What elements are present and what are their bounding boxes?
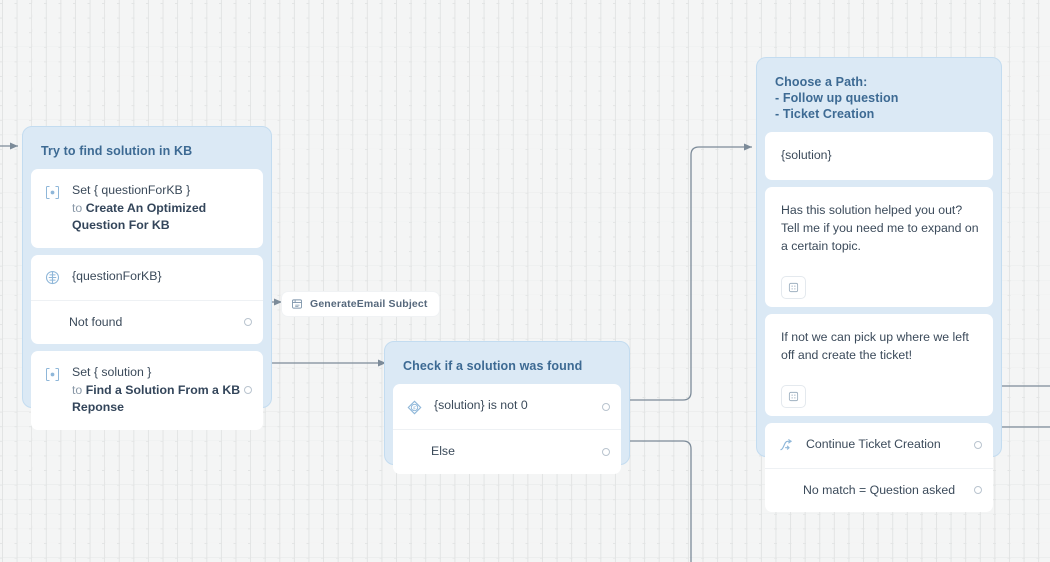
- set-solution-value: Find a Solution From a KB Reponse: [72, 382, 241, 415]
- group-choose-a-path[interactable]: Choose a Path: - Follow up question - Ti…: [756, 57, 1002, 512]
- row-set-solution[interactable]: Set { solution } to Find a Solution From…: [31, 351, 263, 430]
- set-questionforkb-line1: Set { questionForKB }: [72, 183, 191, 197]
- card-solution-output[interactable]: {solution}: [765, 132, 993, 180]
- svg-text:IF: IF: [412, 405, 416, 410]
- row-solution-output[interactable]: {solution}: [765, 132, 993, 180]
- port-set-solution[interactable]: [244, 386, 252, 395]
- message-text-ticket: If not we can pick up where we left off …: [781, 329, 969, 362]
- row-text-solution-output: {solution}: [781, 148, 832, 162]
- port-no-match[interactable]: [974, 486, 982, 495]
- row-text-set-questionforkb: Set { questionForKB } to Create An Optim…: [72, 182, 251, 235]
- port-continue-ticket-creation[interactable]: [974, 441, 982, 449]
- set-solution-to: to: [72, 382, 86, 397]
- row-text-continue-ticket-creation: Continue Ticket Creation: [806, 436, 941, 451]
- badge-label-generateemail-subject: GenerateEmail Subject: [310, 298, 428, 310]
- port-condition-else[interactable]: [602, 447, 610, 456]
- row-continue-ticket-creation[interactable]: Continue Ticket Creation: [765, 423, 993, 468]
- image-attachment-icon[interactable]: [781, 275, 806, 299]
- group-title-check: Check if a solution was found: [403, 359, 583, 373]
- card-set-questionforkb[interactable]: Set { questionForKB } to Create An Optim…: [31, 169, 263, 248]
- row-set-questionforkb[interactable]: Set { questionForKB } to Create An Optim…: [31, 169, 263, 248]
- card-message-ticket[interactable]: If not we can pick up where we left off …: [765, 313, 993, 416]
- row-condition-solution-not-zero[interactable]: IF {solution} is not 0: [393, 384, 621, 429]
- row-text-else: Else: [431, 444, 455, 458]
- group-title-kb: Try to find solution in KB: [41, 144, 193, 158]
- port-not-found[interactable]: [244, 318, 252, 327]
- set-questionforkb-value: Create An Optimized Question For KB: [72, 200, 207, 233]
- if-condition-icon: IF: [404, 398, 424, 416]
- branch-flow-icon: [776, 437, 796, 455]
- row-text-questionforkb: {questionForKB}: [72, 268, 162, 283]
- group-title-choose-a-path: Choose a Path: - Follow up question - Ti…: [775, 75, 899, 121]
- set-variable-icon: [42, 365, 62, 383]
- row-text-condition: {solution} is not 0: [434, 398, 528, 412]
- row-text-set-solution: Set { solution } to Find a Solution From…: [72, 364, 251, 417]
- card-message-followup[interactable]: Has this solution helped you out? Tell m…: [765, 186, 993, 307]
- card-knowledge-base-lookup[interactable]: {questionForKB} Not found: [31, 254, 263, 345]
- knowledge-base-icon: [42, 269, 62, 287]
- row-text-not-found: Not found: [69, 314, 123, 329]
- set-variable-icon: [42, 183, 62, 201]
- group-check-if-solution-found[interactable]: Check if a solution was found IF {soluti…: [384, 341, 630, 474]
- card-intent-branches[interactable]: Continue Ticket Creation No match = Ques…: [765, 422, 993, 513]
- badge-generateemail-subject[interactable]: GenerateEmail Subject: [282, 292, 439, 316]
- row-questionforkb-query[interactable]: {questionForKB}: [31, 255, 263, 300]
- row-not-found-outcome[interactable]: Not found: [31, 299, 263, 345]
- set-questionforkb-to: to: [72, 200, 86, 215]
- group-try-to-find-solution-in-kb[interactable]: Try to find solution in KB Set { questio…: [22, 126, 272, 430]
- row-no-match[interactable]: No match = Question asked: [765, 467, 993, 513]
- image-attachment-icon[interactable]: [781, 384, 806, 408]
- generate-email-icon: [290, 297, 304, 311]
- row-condition-else[interactable]: Else: [393, 429, 621, 474]
- set-solution-line1: Set { solution }: [72, 365, 152, 379]
- card-set-solution[interactable]: Set { solution } to Find a Solution From…: [31, 351, 263, 430]
- row-text-no-match: No match = Question asked: [803, 482, 956, 497]
- port-condition-true[interactable]: [602, 402, 610, 411]
- message-text-followup: Has this solution helped you out? Tell m…: [781, 202, 979, 253]
- card-condition-branches[interactable]: IF {solution} is not 0 Else: [393, 384, 621, 474]
